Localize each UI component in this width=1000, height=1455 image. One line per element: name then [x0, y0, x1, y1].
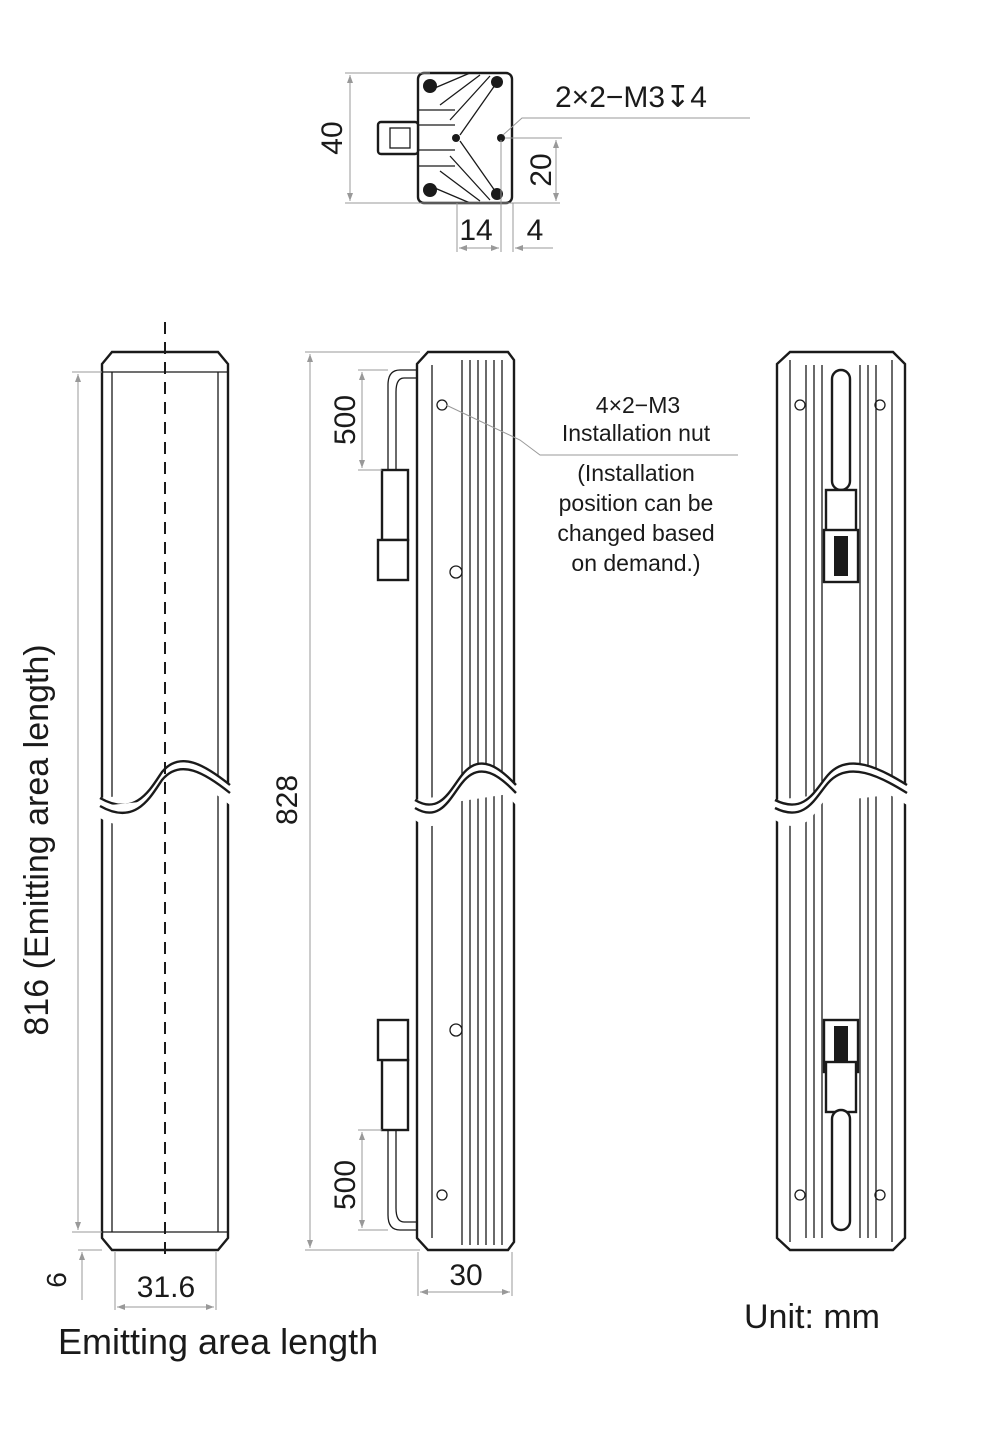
front-view: 816 (Emitting area length) 6 31.6 Emitti…: [18, 322, 378, 1362]
hole-label: 2×2−M3↧4: [555, 81, 707, 114]
dim-emitting-length: 816 (Emitting area length): [18, 644, 56, 1035]
nut-title: Installation nut: [562, 420, 711, 446]
note-line-3: changed based: [557, 520, 714, 546]
note-line-1: (Installation: [577, 460, 695, 486]
dim-depth-30: 30: [449, 1259, 482, 1292]
dim-end-6: 6: [41, 1272, 72, 1288]
dim-cable-top-500: 500: [329, 395, 362, 445]
back-view: [774, 350, 908, 1252]
nut-label: 4×2−M3: [596, 392, 680, 418]
side-view: 828 500 500 30 4×2−M3 Installation nut (…: [271, 350, 738, 1296]
note-line-4: on demand.): [571, 550, 700, 576]
dim-cable-bottom-500: 500: [329, 1160, 362, 1210]
dim-total-length-828: 828: [271, 775, 304, 825]
dim-edge-4: 4: [527, 214, 544, 247]
top-view: 40 20 14 4 2×2−M3↧4: [316, 71, 750, 252]
emitting-area-caption: Emitting area length: [58, 1321, 378, 1362]
dim-height-40: 40: [316, 121, 349, 154]
dim-width-31-6: 31.6: [137, 1271, 195, 1304]
note-line-2: position can be: [559, 490, 714, 516]
dim-hole-spacing-14: 14: [459, 214, 492, 247]
dim-offset-20: 20: [525, 153, 558, 186]
unit-label: Unit: mm: [744, 1298, 880, 1336]
